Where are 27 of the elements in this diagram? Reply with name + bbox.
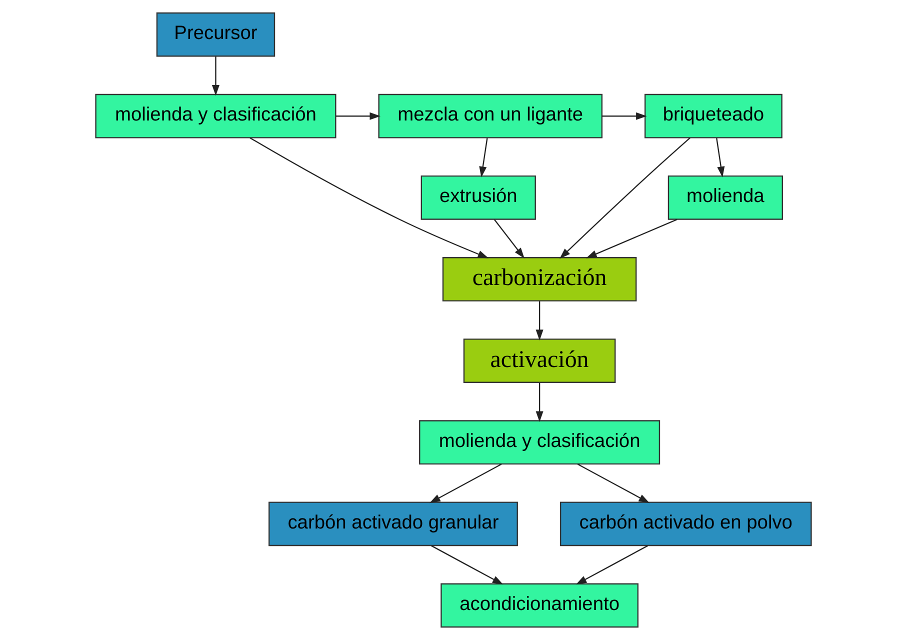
node-box: Precursor <box>156 12 276 57</box>
arrow <box>336 112 381 120</box>
node-box: carbón activado en polvo <box>560 502 812 546</box>
arrow <box>536 382 544 422</box>
node-box: molienda <box>668 175 784 220</box>
arrow <box>479 138 488 178</box>
node-box: molienda y clasificación <box>419 420 660 465</box>
node-box: activación <box>463 338 616 383</box>
arrow <box>602 112 647 120</box>
arrow <box>212 56 220 96</box>
arrow <box>536 301 544 340</box>
node-box: molienda y clasificación <box>95 94 336 138</box>
arrow <box>577 464 650 504</box>
arrow <box>716 138 725 178</box>
arrow <box>250 137 489 258</box>
node-box: briqueteado <box>644 94 782 138</box>
arrow <box>430 464 502 504</box>
arrow <box>560 137 690 259</box>
node-box: mezcla con un ligante <box>378 94 603 138</box>
arrow <box>586 218 678 258</box>
node-box: carbón activado granular <box>268 502 518 546</box>
node-box: acondicionamiento <box>440 583 638 628</box>
arrow <box>431 545 504 585</box>
node-box: extrusión <box>420 175 536 220</box>
arrow <box>576 545 648 585</box>
arrow <box>494 219 524 259</box>
node-box: carbonización <box>442 257 637 302</box>
